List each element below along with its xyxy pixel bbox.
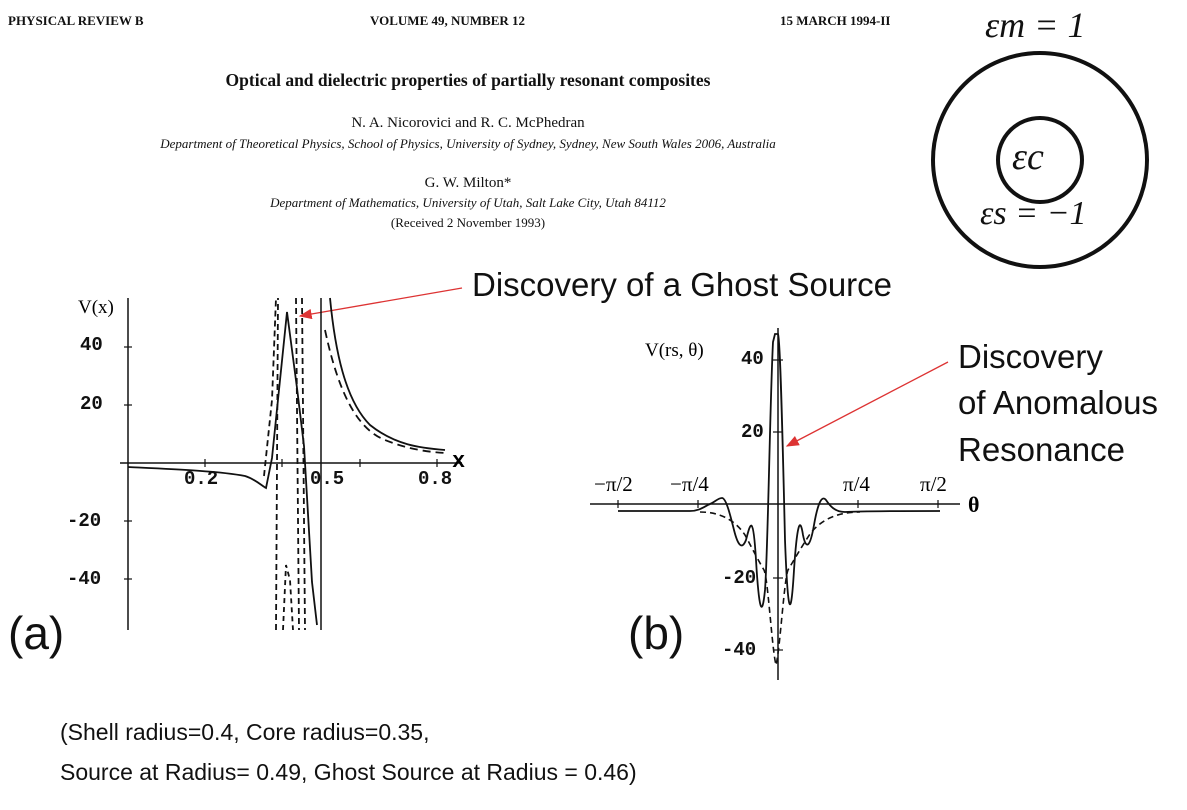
panel-a-ytick-20: 20 bbox=[80, 393, 103, 415]
authors-line-2: G. W. Milton* bbox=[424, 175, 512, 191]
panel-b-ytick-neg20: -20 bbox=[722, 567, 757, 589]
eps-c-label: εc bbox=[1012, 136, 1044, 178]
potential-dashed-curve-tail bbox=[324, 329, 446, 454]
panel-a-ytick-40: 40 bbox=[80, 334, 103, 356]
potential-solid-curve bbox=[127, 311, 318, 626]
panel-b-xtick-pi-4: π/4 bbox=[843, 472, 870, 496]
core-circle bbox=[996, 116, 1084, 204]
volume-number: VOLUME 49, NUMBER 12 bbox=[370, 13, 526, 28]
panel-a-xtick-0.5: 0.5 bbox=[310, 468, 345, 490]
anomalous-annotation-line-2: of Anomalous bbox=[958, 384, 1158, 421]
panel-a-xlabel: x bbox=[452, 449, 466, 474]
anomalous-annotation-line-3: Resonance bbox=[958, 431, 1125, 468]
panel-a-label: (a) bbox=[8, 607, 65, 659]
potential-dashed-curve bbox=[699, 511, 861, 669]
panel-b-xtick-neg-pi-2: −π/2 bbox=[594, 472, 633, 496]
eps-s-label: εs = −1 bbox=[980, 195, 1087, 232]
potential-solid-curve-right bbox=[329, 297, 446, 451]
potential-solid-curve bbox=[618, 333, 941, 608]
panel-b-ytick-40: 40 bbox=[741, 348, 764, 370]
ghost-source-annotation: Discovery of a Ghost Source bbox=[472, 266, 893, 303]
caption-line-1: (Shell radius=0.4, Core radius=0.35, bbox=[60, 719, 430, 745]
anomalous-resonance-arrow bbox=[785, 361, 949, 447]
potential-dashed-curve-4 bbox=[295, 297, 300, 631]
panel-a-ytick-neg40: -40 bbox=[67, 568, 102, 590]
panel-a-ylabel: V(x) bbox=[78, 297, 114, 318]
panel-b-label: (b) bbox=[628, 607, 685, 659]
panel-a-xtick-0.8: 0.8 bbox=[418, 468, 453, 490]
caption-line-2: Source at Radius= 0.49, Ghost Source at … bbox=[60, 759, 637, 785]
received-date: (Received 2 November 1993) bbox=[390, 215, 546, 230]
potential-dashed-curve-3 bbox=[282, 564, 294, 631]
panel-b-ytick-20: 20 bbox=[741, 421, 764, 443]
publication-date: 15 MARCH 1994-II bbox=[780, 13, 891, 28]
affiliation-line-2: Department of Mathematics, University of… bbox=[270, 195, 666, 210]
panel-a-ytick-neg20: -20 bbox=[67, 510, 102, 532]
panel-b-ylabel: V(rs, θ) bbox=[645, 340, 704, 361]
coated-cylinder-diagram bbox=[931, 51, 1149, 269]
eps-m-label: εm = 1 bbox=[985, 5, 1086, 45]
potential-dashed-curve-1 bbox=[263, 297, 277, 477]
paper-title: Optical and dielectric properties of par… bbox=[225, 70, 711, 90]
authors-line-1: N. A. Nicorovici and R. C. McPhedran bbox=[351, 115, 585, 131]
panel-b-xlabel: θ bbox=[968, 492, 980, 517]
panel-b-xtick-pi-2: π/2 bbox=[920, 472, 947, 496]
potential-dashed-curve-2 bbox=[275, 297, 279, 631]
panel-b-ytick-neg40: -40 bbox=[722, 639, 757, 661]
shell-outer-circle bbox=[931, 51, 1149, 269]
journal-name: PHYSICAL REVIEW B bbox=[8, 13, 144, 28]
panel-b-xtick-neg-pi-4: −π/4 bbox=[670, 472, 709, 496]
ghost-source-arrow bbox=[298, 287, 463, 320]
panel-a-plot bbox=[120, 297, 462, 631]
anomalous-annotation-line-1: Discovery bbox=[958, 338, 1103, 375]
panel-b-plot bbox=[590, 328, 960, 680]
affiliation-line-1: Department of Theoretical Physics, Schoo… bbox=[160, 136, 776, 151]
panel-a-xtick-0.2: 0.2 bbox=[184, 468, 219, 490]
potential-dashed-curve-5 bbox=[301, 297, 306, 631]
